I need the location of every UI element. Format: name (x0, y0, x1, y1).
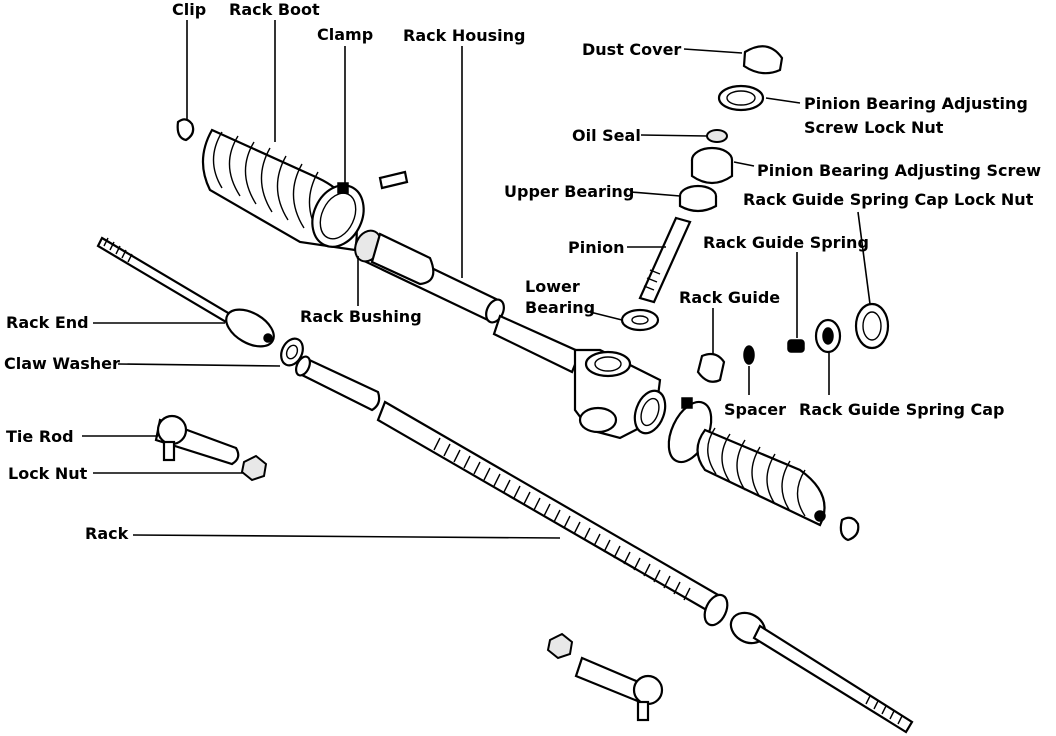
oil-seal (706, 129, 728, 143)
lower-bearing (620, 308, 660, 332)
part-labels: Clip Rack Boot Clamp Rack Housing Dust C… (4, 0, 1041, 543)
pinion-bearing-adjusting-screw (690, 146, 734, 185)
clip-right (839, 516, 860, 542)
rack-guide-spring-cap (814, 318, 842, 354)
tie-rod-left (154, 414, 240, 466)
label-rack-bushing: Rack Bushing (300, 307, 422, 326)
rack-guide-spring (787, 339, 805, 353)
clip-left (176, 118, 195, 142)
lock-nut-left (240, 454, 268, 482)
rack-end-right (729, 611, 914, 734)
label-lock-nut: Lock Nut (8, 464, 88, 483)
label-rack-guide-spring: Rack Guide Spring (703, 233, 869, 252)
label-rack-guide: Rack Guide (679, 288, 780, 307)
upper-bearing (678, 184, 718, 213)
label-rack-guide-spring-cap: Rack Guide Spring Cap (799, 400, 1004, 419)
claw-washer-right (703, 593, 729, 627)
claw-washer-left (280, 337, 304, 367)
gear-housing (573, 348, 667, 440)
pinion-bearing-adjusting-screw-lock-nut (717, 84, 765, 112)
label-tie-rod: Tie Rod (6, 427, 74, 446)
label-rack-guide-spring-cap-lock-nut: Rack Guide Spring Cap Lock Nut (743, 190, 1034, 209)
small-bolt (378, 170, 409, 190)
dust-cover (742, 45, 784, 75)
rack-tube-right (492, 314, 582, 374)
rack-bar (376, 400, 722, 614)
leader-lines (82, 20, 871, 539)
label-pinion-bearing-adjusting-screw: Pinion Bearing Adjusting Screw (757, 161, 1041, 180)
lock-nut-right (546, 632, 574, 660)
clamp-left (311, 182, 365, 248)
spacer (743, 345, 755, 365)
label-pinion-bearing-adjusting-screw-lock-nut-2: Screw Lock Nut (804, 118, 944, 137)
label-rack: Rack (85, 524, 129, 543)
tie-rod-right (574, 656, 664, 722)
label-clamp: Clamp (317, 25, 373, 44)
label-pinion: Pinion (568, 238, 624, 257)
label-lower-bearing-2: Bearing (525, 298, 595, 317)
label-dust-cover: Dust Cover (582, 40, 681, 59)
label-upper-bearing: Upper Bearing (504, 182, 634, 201)
label-oil-seal: Oil Seal (572, 126, 641, 145)
rack-guide-spring-cap-lock-nut (854, 302, 890, 350)
rack-tube-left (295, 355, 381, 412)
rack-guide (696, 352, 726, 383)
label-clip: Clip (172, 0, 206, 19)
label-rack-housing: Rack Housing (403, 26, 525, 45)
label-pinion-bearing-adjusting-screw-lock-nut-1: Pinion Bearing Adjusting (804, 94, 1028, 113)
rack-boot-right (696, 427, 826, 527)
label-spacer: Spacer (724, 400, 786, 419)
label-claw-washer: Claw Washer (4, 354, 120, 373)
pinion-shaft (638, 216, 692, 304)
label-rack-end: Rack End (6, 313, 89, 332)
label-rack-boot: Rack Boot (229, 0, 320, 19)
rack-end-left (96, 236, 275, 348)
label-lower-bearing-1: Lower (525, 277, 580, 296)
